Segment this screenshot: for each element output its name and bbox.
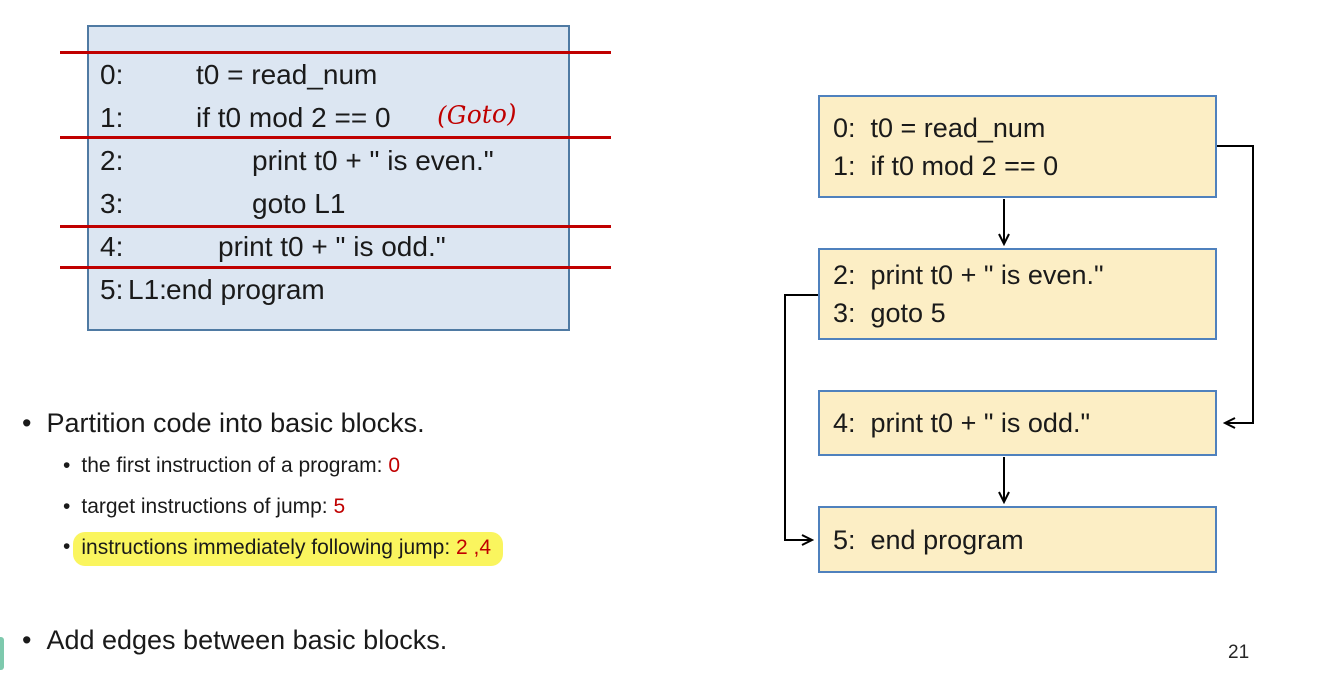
basic-block-partition-line [60, 51, 611, 54]
cfg-block-even: 2: print t0 + " is even." 3: goto 5 [818, 248, 1217, 340]
sub-bullet-text: the first instruction of a program: [81, 454, 389, 477]
code-line-number: 0: [100, 59, 124, 90]
code-line-number: 5: [100, 274, 124, 305]
cfg-block-line: 0: t0 = read_num [833, 112, 1046, 143]
sub-bullet-text: instructions immediately following jump: [81, 536, 457, 559]
code-line-number: 3: [100, 188, 124, 219]
bullet-dot: • [63, 495, 71, 518]
basic-block-partition-line [60, 225, 611, 228]
cfg-block-line: 2: print t0 + " is even." [833, 260, 1104, 290]
highlighted-sub-bullet-content: instructions immediately following jump:… [73, 532, 504, 566]
sub-bullet-content: the first instruction of a program: 0 [81, 451, 400, 481]
code-line-1: 1: if t0 mod 2 == 0 (Goto) [0, 97, 720, 139]
sub-bullet-content: target instructions of jump: 5 [81, 492, 345, 522]
edge-connector-entry-to-odd [1217, 145, 1254, 423]
code-line-number: 2: [100, 145, 124, 176]
bullet-text: Add edges between basic blocks. [46, 625, 448, 655]
cfg-block-line: 3: goto 5 [833, 298, 946, 328]
bullet-dot: • [22, 408, 32, 438]
sub-bullet-text: target instructions of jump: [81, 495, 334, 518]
code-label-L1: L1: [128, 274, 167, 305]
bullet-dot: • [22, 625, 32, 655]
sub-bullet-red-value: 5 [333, 495, 346, 518]
sub-bullet-red-value: 2 ,4 [456, 536, 492, 559]
cfg-block-line: 4: print t0 + " is odd." [833, 408, 1091, 438]
code-line-2: 2: print t0 + " is even." [0, 140, 720, 182]
basic-block-partition-line [60, 136, 611, 139]
cfg-block-line: 5: end program [833, 524, 1024, 555]
left-edge-green-artifact [0, 637, 4, 670]
code-instruction: print t0 + " is odd." [218, 231, 446, 262]
edge-connector-even-to-end [784, 294, 818, 540]
code-line-0: 0: t0 = read_num [0, 54, 720, 96]
cfg-block-odd: 4: print t0 + " is odd." [818, 390, 1217, 456]
sub-bullet-after-jump: • instructions immediately following jum… [63, 532, 504, 566]
sub-bullet-red-value: 0 [388, 454, 401, 477]
code-line-3: 3: goto L1 [0, 183, 720, 225]
bullet-add-edges: • Add edges between basic blocks. [22, 622, 447, 658]
code-listing-box [87, 25, 570, 331]
bullet-dot: • [63, 454, 71, 477]
handwritten-goto-annotation: (Goto) [436, 98, 518, 131]
code-instruction: if t0 mod 2 == 0 [196, 102, 391, 133]
cfg-block-entry: 0: t0 = read_num 1: if t0 mod 2 == 0 [818, 95, 1217, 198]
code-instruction: end program [166, 274, 325, 305]
code-instruction: t0 = read_num [196, 59, 378, 90]
page-number: 21 [1228, 642, 1250, 663]
code-line-number: 1: [100, 102, 124, 133]
basic-block-partition-line [60, 266, 611, 269]
code-line-5: 5: L1: end program [0, 269, 720, 311]
code-line-4: 4: print t0 + " is odd." [0, 226, 720, 268]
code-instruction: goto L1 [252, 188, 346, 219]
bullet-text: Partition code into basic blocks. [46, 408, 425, 438]
sub-bullet-first-instruction: • the first instruction of a program: 0 [63, 451, 400, 481]
cfg-block-line: 1: if t0 mod 2 == 0 [833, 150, 1059, 181]
code-instruction: print t0 + " is even." [252, 145, 494, 176]
code-line-number: 4: [100, 231, 124, 262]
bullet-partition: • Partition code into basic blocks. [22, 405, 425, 441]
sub-bullet-jump-targets: • target instructions of jump: 5 [63, 492, 345, 522]
cfg-block-end: 5: end program [818, 506, 1217, 573]
bullet-dot: • [63, 535, 71, 558]
